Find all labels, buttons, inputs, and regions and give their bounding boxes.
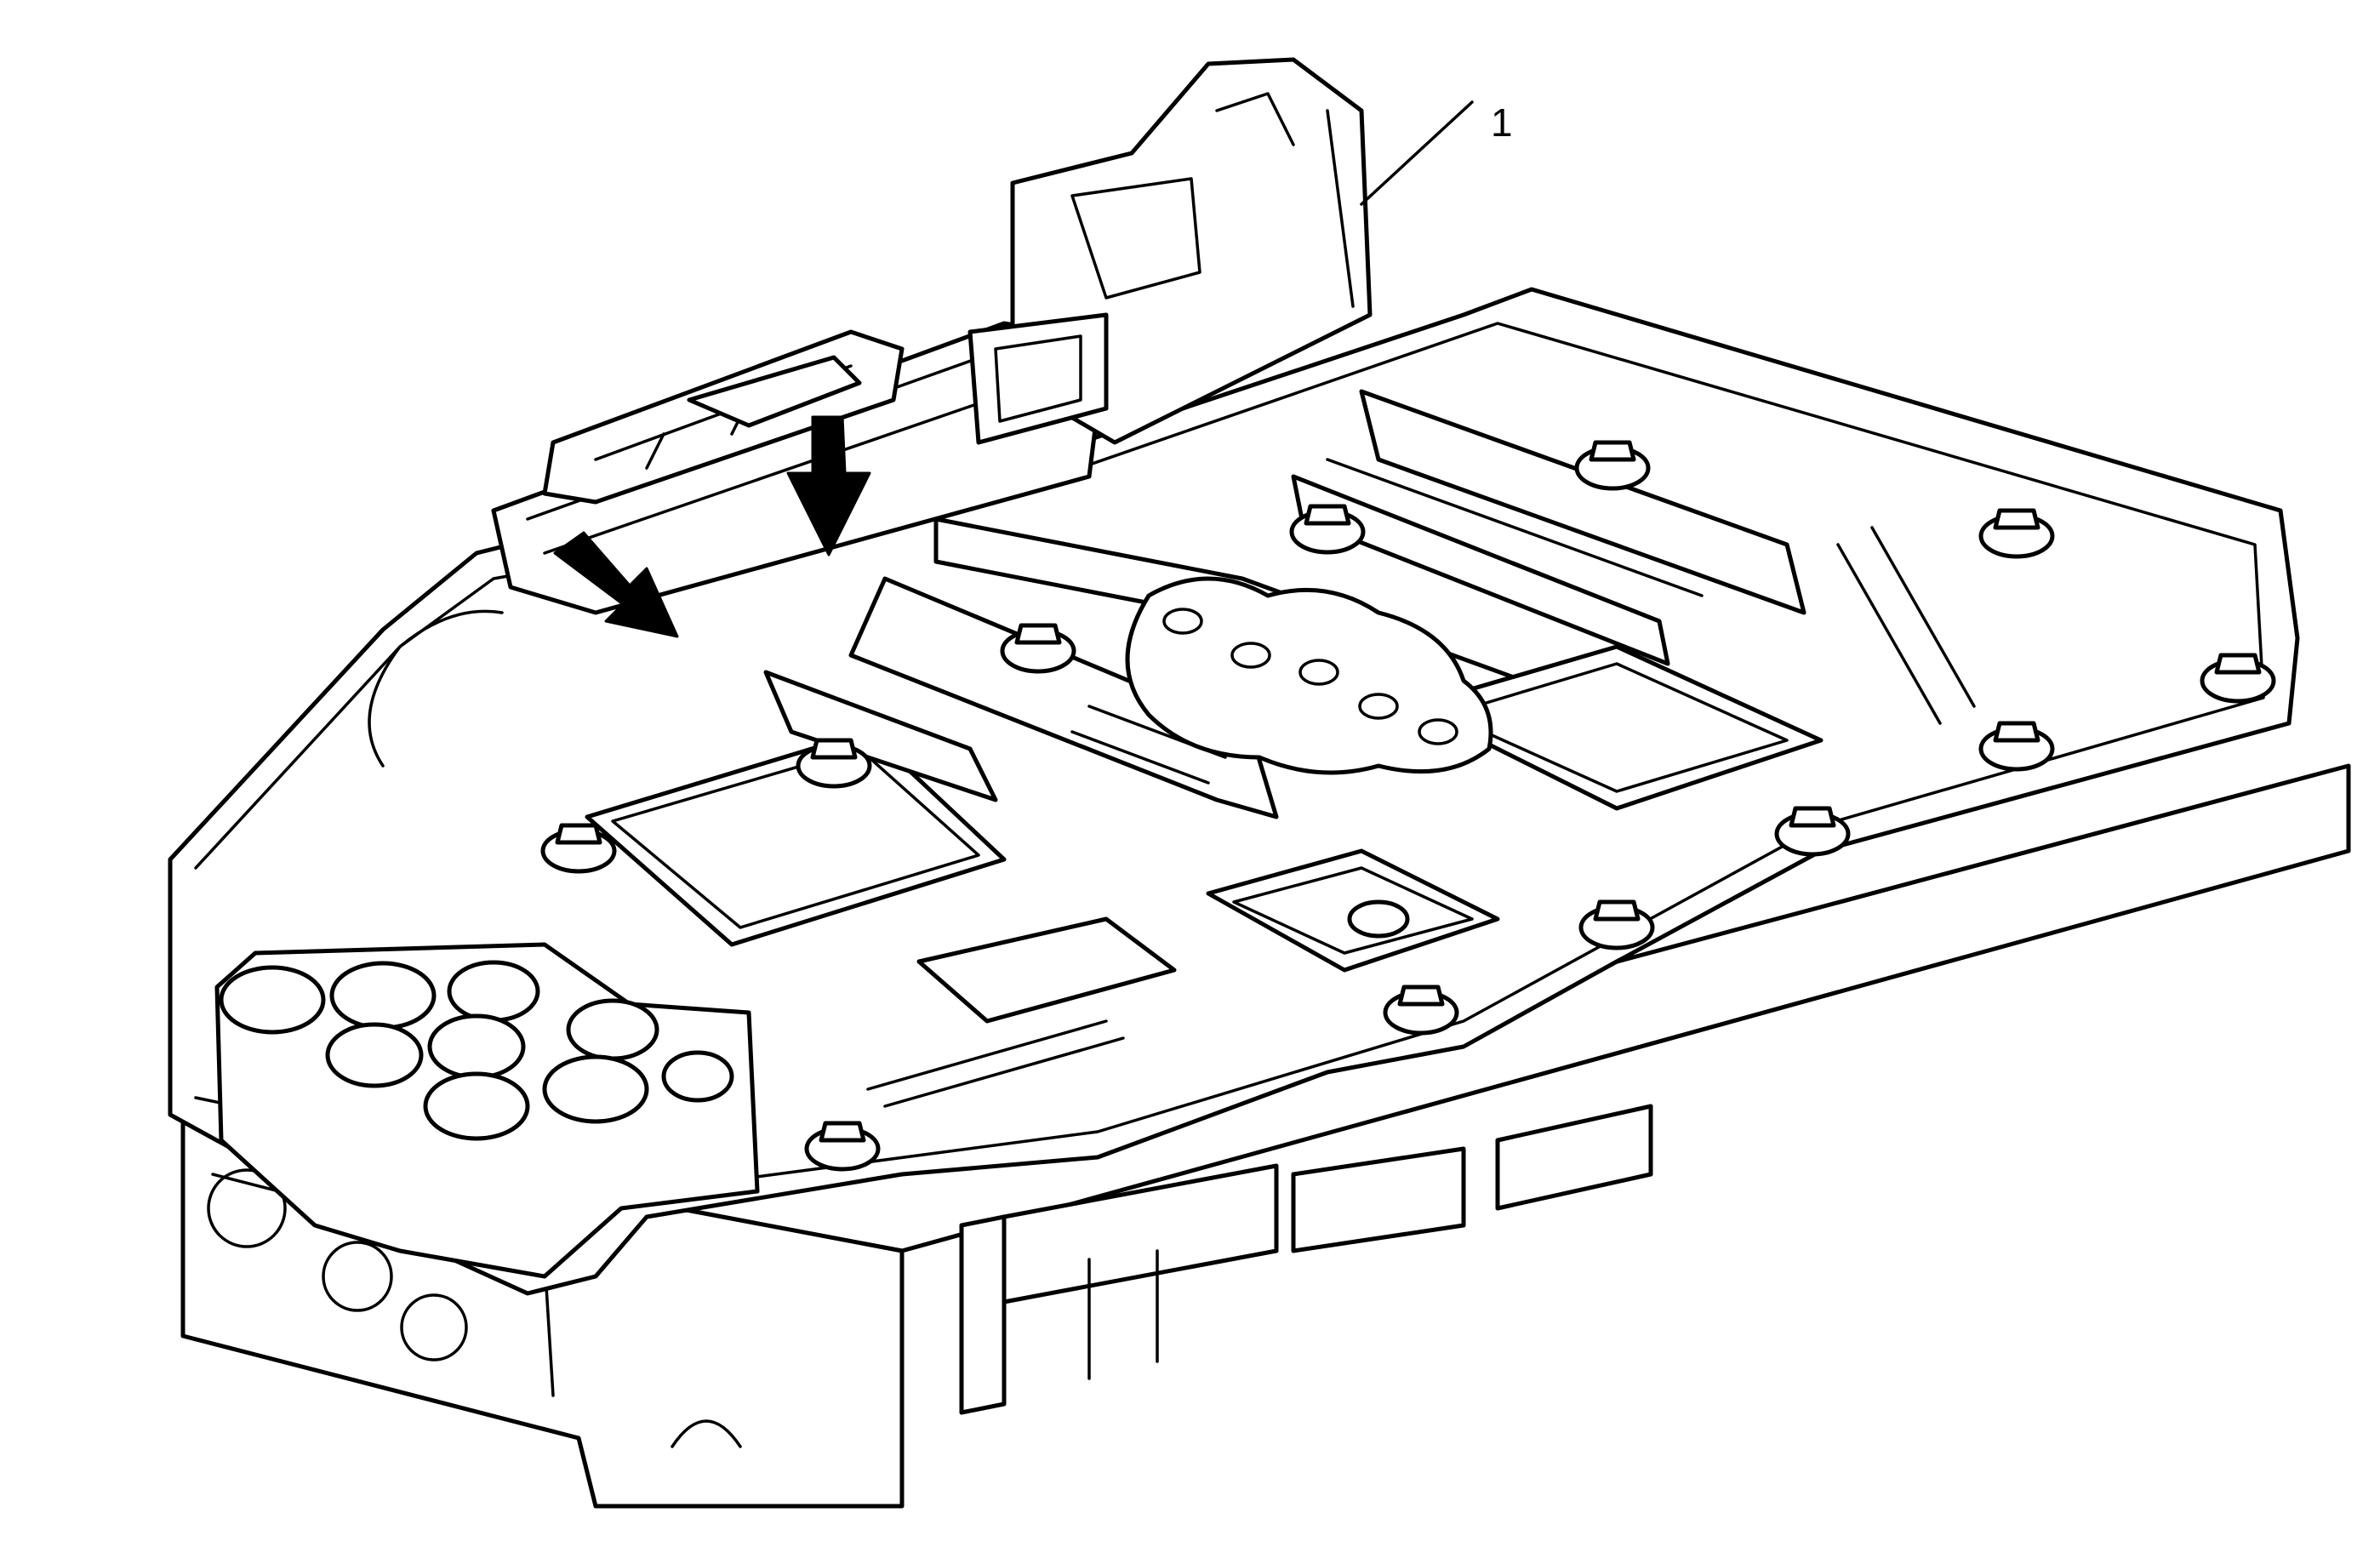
bolt [1774,806,1851,857]
bolt [540,823,617,874]
solenoid-bore-cluster [214,942,760,1279]
bolt [1289,504,1366,555]
lower-connector-bar [959,1104,1653,1415]
arrow-right-down-icon [553,531,679,638]
arrow-down-icon [786,415,871,557]
callout-1: 1 [1360,100,1513,206]
callout-number: 1 [1491,100,1513,145]
bolt [804,1121,881,1172]
center-manifold [1125,576,1493,775]
bolt [1347,899,1410,939]
bolt [1000,623,1076,674]
bolt [2200,653,2276,704]
bolt [1574,440,1651,491]
bolt [1978,721,2055,772]
bolts [540,440,2276,1172]
bolt [796,738,872,789]
bolt [1978,508,2055,559]
bolt [1578,899,1655,950]
upper-body [491,57,1373,615]
bolt [1383,985,1459,1036]
